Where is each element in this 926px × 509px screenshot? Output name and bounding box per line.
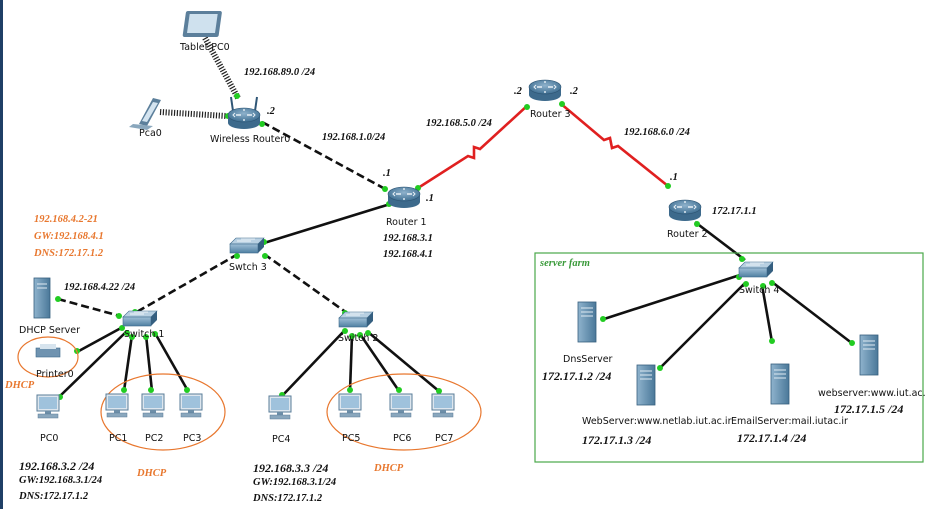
r2-lan-ip-label: 172.17.1.1	[712, 206, 757, 217]
dns-server-ip-label: 172.17.1.2 /24	[542, 369, 612, 383]
pc4-icon[interactable]	[268, 395, 292, 420]
switch-1-icon[interactable]	[122, 310, 158, 327]
dhcp-server-label: DHCP Server	[19, 325, 80, 336]
pca0-label: Pca0	[139, 128, 162, 139]
r3-r2-network-label: 192.168.6.0 /24	[624, 127, 690, 138]
webserver-iut-ip-label: 172.17.1.5 /24	[834, 402, 904, 416]
switch-2-label: Switch 2	[338, 333, 379, 344]
dhcp-range-label: 192.168.4.2-21	[34, 214, 98, 225]
server-farm-box	[534, 252, 924, 463]
window-edge	[0, 0, 3, 509]
wireless-network-label: 192.168.89.0 /24	[244, 67, 316, 78]
pc0-dns-label: DNS:172.17.1.2	[19, 491, 89, 502]
dhcp-server-ip-label: 192.168.4.22 /24	[64, 282, 136, 293]
pc0-ip-label: 192.168.3.2 /24	[19, 459, 95, 473]
pc7-icon[interactable]	[431, 393, 455, 418]
email-server-icon[interactable]	[770, 363, 790, 405]
pc2-label: PC2	[145, 433, 164, 444]
printer-group	[17, 336, 79, 378]
pc4-label: PC4	[272, 434, 291, 445]
wireless-links	[159, 36, 241, 119]
port-indicators	[55, 93, 855, 400]
dhcp-tag-right: DHCP	[374, 463, 404, 474]
dhcp-dns-label: DNS:172.17.1.2	[34, 248, 104, 259]
router-3-icon[interactable]	[528, 79, 562, 102]
server-farm-title: server farm	[540, 258, 590, 269]
dhcp-tag-middle: DHCP	[137, 468, 167, 479]
serial-links	[417, 102, 669, 190]
pc4-dns-label: DNS:172.17.1.2	[253, 493, 323, 504]
email-server-label: EmailServer:mail.iutac.ir	[731, 416, 848, 427]
dhcp-tag-left: DHCP	[5, 380, 35, 391]
pc3-label: PC3	[183, 433, 202, 444]
email-server-ip-label: 172.17.1.4 /24	[737, 431, 807, 445]
r1-port-top-label: .1	[383, 168, 391, 179]
tablet-icon[interactable]	[182, 11, 222, 37]
r3-port-right-label: .2	[570, 86, 578, 97]
switch-3-icon[interactable]	[229, 237, 265, 254]
dhcp-group-left	[100, 373, 226, 451]
web-server-icon[interactable]	[636, 364, 656, 406]
r1-r3-network-label: 192.168.5.0 /24	[426, 118, 492, 129]
pc6-icon[interactable]	[389, 393, 413, 418]
pc6-label: PC6	[393, 433, 412, 444]
solid-links	[59, 203, 854, 397]
dhcp-gw-label: GW:192.168.4.1	[34, 231, 104, 242]
pc0-label: PC0	[40, 433, 59, 444]
webserver-iut-icon[interactable]	[859, 334, 879, 376]
printer-icon[interactable]	[35, 344, 61, 358]
router-2-icon[interactable]	[668, 199, 702, 222]
pc7-label: PC7	[435, 433, 454, 444]
wireless-router-label: Wireless Router0	[210, 134, 291, 145]
r2-port-label: .1	[670, 172, 678, 183]
pc5-icon[interactable]	[338, 393, 362, 418]
router-3-label: Router 3	[530, 109, 571, 120]
webserver-iut-label: webserver:www.iut.ac.ir	[818, 388, 926, 399]
pc2-icon[interactable]	[141, 393, 165, 418]
pc3-icon[interactable]	[179, 393, 203, 418]
wr-port-label: .2	[267, 106, 275, 117]
switch-4-icon[interactable]	[738, 261, 774, 278]
web-server-ip-label: 172.17.1.3 /24	[582, 433, 652, 447]
router-1-label: Router 1	[386, 217, 427, 228]
r1-lan2-ip-label: 192.168.4.1	[383, 249, 433, 260]
laptop-icon[interactable]	[129, 98, 161, 130]
switch-4-label: Switch 4	[739, 285, 780, 296]
dns-server-label: DnsServer	[563, 354, 613, 365]
dns-server-icon[interactable]	[577, 301, 597, 343]
tablet-label: Tablet PC0	[180, 42, 230, 53]
pc0-icon[interactable]	[36, 394, 60, 419]
wireless-router-icon[interactable]	[227, 96, 261, 130]
dashed-links	[57, 120, 388, 318]
router-2-label: Router 2	[667, 229, 708, 240]
dhcp-server-icon[interactable]	[33, 277, 51, 319]
pc4-gw-label: GW:192.168.3.1/24	[253, 477, 337, 488]
switch-1-label: Switch 1	[124, 329, 165, 340]
r3-port-left-label: .2	[514, 86, 522, 97]
dhcp-group-right	[326, 373, 482, 451]
pc4-ip-label: 192.168.3.3 /24	[253, 461, 329, 475]
pc5-label: PC5	[342, 433, 361, 444]
printer-label: Printer0	[36, 369, 74, 380]
pc0-gw-label: GW:192.168.3.1/24	[19, 475, 103, 486]
r1-port-right-label: .1	[426, 193, 434, 204]
switch-2-icon[interactable]	[338, 311, 374, 328]
pc1-icon[interactable]	[105, 393, 129, 418]
switch-3-label: Swtch 3	[229, 262, 267, 273]
pc1-label: PC1	[109, 433, 128, 444]
web-server-label: WebServer:www.netlab.iut.ac.ir	[582, 416, 732, 427]
router-1-icon[interactable]	[387, 186, 421, 209]
wr-r1-network-label: 192.168.1.0/24	[322, 132, 386, 143]
r1-lan1-ip-label: 192.168.3.1	[383, 233, 433, 244]
